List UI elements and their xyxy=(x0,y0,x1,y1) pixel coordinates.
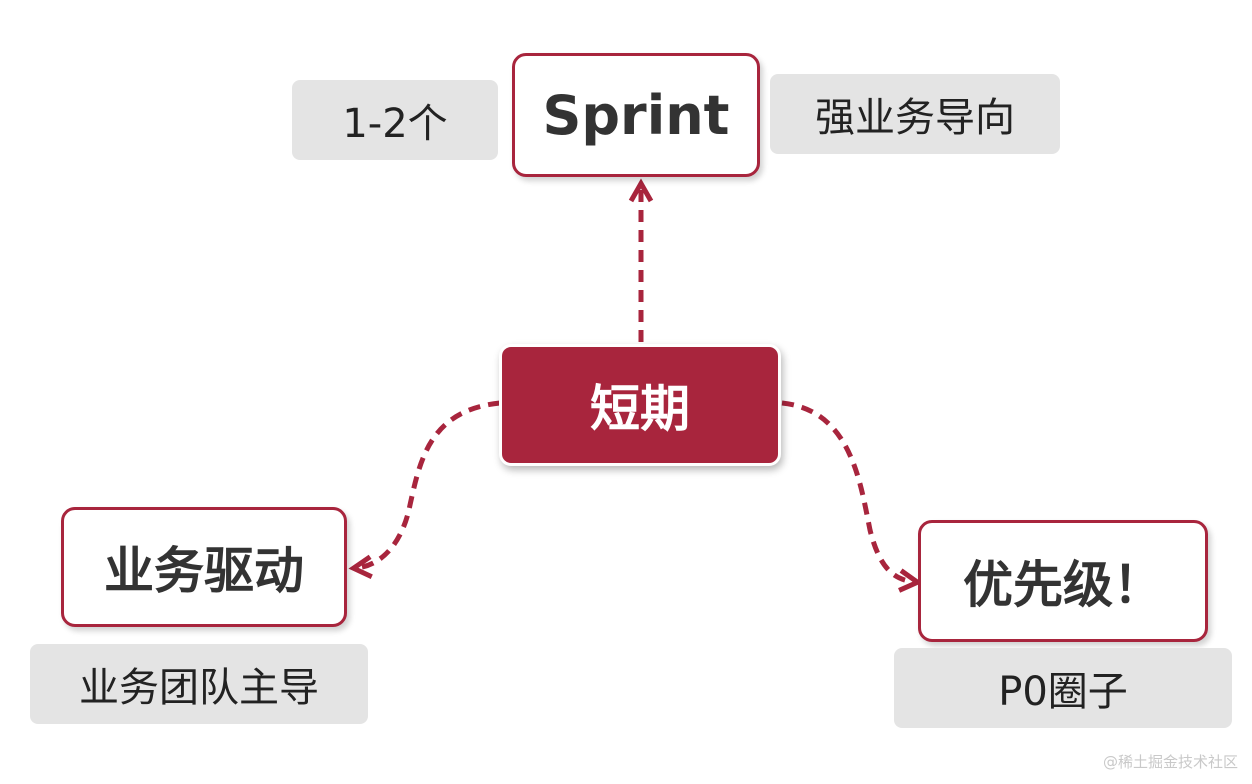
tag-sprint-count-label: 1-2个 xyxy=(342,101,448,147)
tag-business-oriented: 强业务导向 xyxy=(770,74,1060,154)
tag-p0-circle-label: P0圈子 xyxy=(998,669,1128,715)
arrow-to-priority xyxy=(781,400,923,593)
node-business-driven-label: 业务驱动 xyxy=(104,542,304,600)
tag-business-team-led: 业务团队主导 xyxy=(30,644,368,724)
tag-p0-circle: P0圈子 xyxy=(894,648,1232,728)
node-sprint: Sprint xyxy=(512,53,760,177)
node-sprint-label: Sprint xyxy=(542,83,730,147)
node-priority-label: 优先级！ xyxy=(963,556,1163,614)
node-short-term: 短期 xyxy=(499,344,781,466)
node-business-driven: 业务驱动 xyxy=(61,507,347,627)
tag-business-oriented-label: 强业务导向 xyxy=(815,95,1015,141)
node-priority: 优先级！ xyxy=(918,520,1208,642)
node-short-term-label: 短期 xyxy=(590,380,690,438)
arrow-to-business-driven xyxy=(348,400,501,579)
watermark: @稀土掘金技术社区 xyxy=(1102,753,1238,771)
tag-sprint-count: 1-2个 xyxy=(292,80,498,160)
tag-business-team-led-label: 业务团队主导 xyxy=(79,665,319,711)
